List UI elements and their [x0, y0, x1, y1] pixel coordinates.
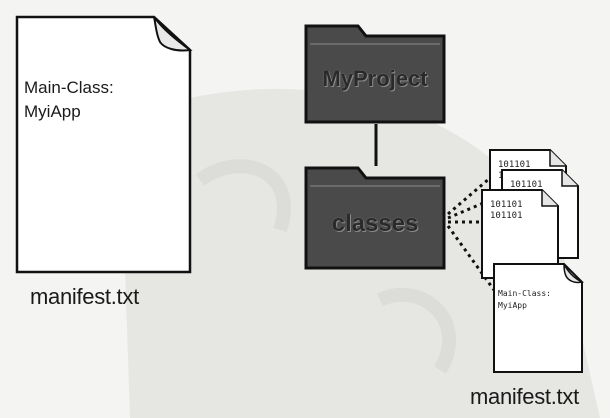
myproject-folder-label: MyProject [300, 66, 450, 92]
manifest-main-class-key: Main-Class: [498, 288, 551, 300]
binary-line: 101101 [490, 200, 523, 211]
manifest-caption: manifest.txt [470, 384, 579, 410]
binary-text: 101101 101101 [490, 200, 523, 222]
manifest-content: Main-Class: MyiApp [498, 288, 551, 312]
binary-line: 101101 [490, 211, 523, 222]
myproject-folder: MyProject [300, 20, 450, 128]
document-page-icon [492, 262, 584, 374]
classes-folder-label: classes [300, 210, 450, 238]
manifest-document-small: Main-Class: MyiApp [492, 262, 584, 374]
classes-folder: classes [300, 162, 450, 274]
manifest-main-class-value: MyiApp [498, 300, 551, 312]
